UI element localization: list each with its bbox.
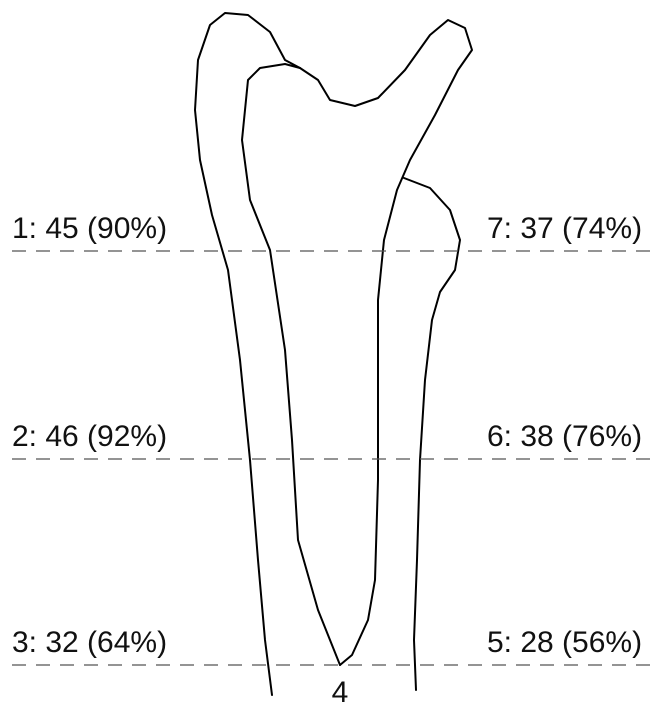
- measurement-label-2: 2: 46 (92%): [12, 420, 167, 453]
- measurement-label-7: 7: 37 (74%): [487, 212, 642, 245]
- inner-canal-contour-right: [300, 20, 472, 665]
- measurement-label-6: 6: 38 (76%): [487, 420, 642, 453]
- measurement-label-4: 4: [332, 676, 349, 706]
- measurement-label-5: 5: 28 (56%): [487, 626, 642, 659]
- inner-canal-contour-left: [242, 64, 340, 665]
- anterior-cortex-contour: [404, 178, 460, 690]
- outer-bone-contour: [195, 13, 300, 695]
- measurement-label-3: 3: 32 (64%): [12, 626, 167, 659]
- measurement-label-1: 1: 45 (90%): [12, 212, 167, 245]
